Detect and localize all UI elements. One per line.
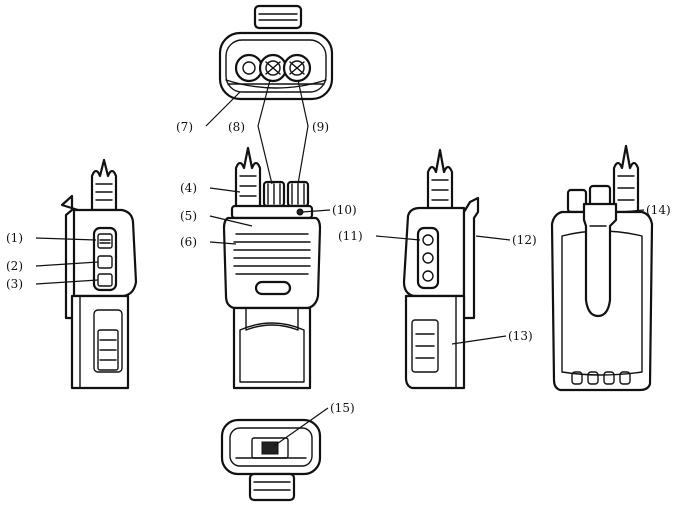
top-view bbox=[220, 6, 332, 99]
volume-knob-front bbox=[288, 182, 308, 206]
callout-7: (7) bbox=[176, 120, 193, 134]
bottom-view bbox=[222, 420, 320, 500]
channel-knob-front bbox=[264, 182, 284, 206]
right-side-view bbox=[404, 150, 478, 388]
left-side-view bbox=[62, 160, 136, 388]
callout-5: (5) bbox=[180, 209, 197, 223]
volume-knob-top bbox=[284, 55, 310, 81]
callout-2: (2) bbox=[6, 259, 23, 273]
callout-9: (9) bbox=[312, 120, 329, 134]
antenna-base-top bbox=[236, 55, 262, 81]
callout-1: (1) bbox=[6, 231, 23, 245]
accessory-buttons bbox=[418, 228, 438, 288]
callout-11: (11) bbox=[338, 229, 363, 243]
callout-3: (3) bbox=[6, 277, 23, 291]
callout-15: (15) bbox=[330, 401, 355, 415]
callout-4: (4) bbox=[180, 181, 197, 195]
side-buttons bbox=[94, 228, 116, 290]
callout-14: (14) bbox=[646, 203, 671, 217]
callout-8: (8) bbox=[228, 120, 245, 134]
callout-13: (13) bbox=[508, 329, 533, 343]
callout-10: (10) bbox=[332, 203, 357, 217]
callout-6: (6) bbox=[180, 235, 197, 249]
back-view bbox=[552, 146, 652, 390]
channel-knob-top bbox=[260, 55, 286, 81]
callout-12: (12) bbox=[512, 233, 537, 247]
